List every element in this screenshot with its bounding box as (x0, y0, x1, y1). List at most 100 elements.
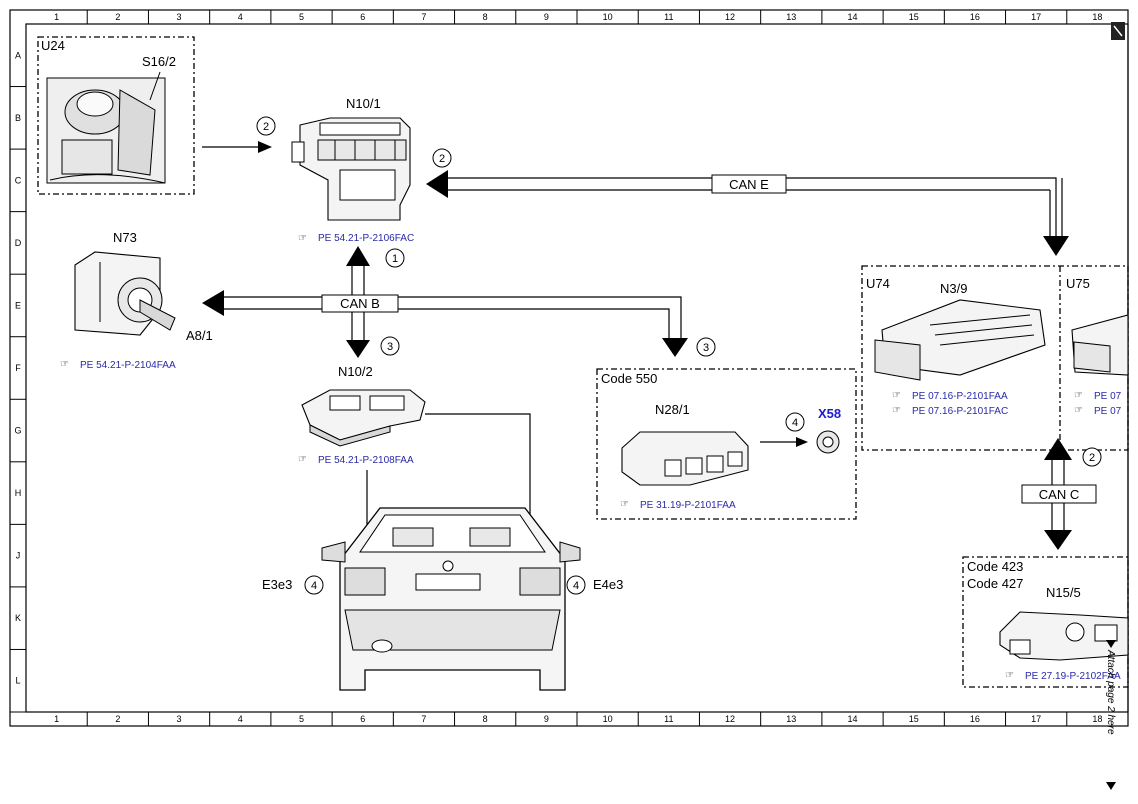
n28-1-module-illustration (621, 431, 749, 486)
col-tick-bottom-label: 2 (115, 714, 120, 724)
col-tick-top-label: 11 (664, 12, 673, 22)
s16-2-label: S16/2 (142, 54, 176, 69)
callout-2-b (432, 148, 452, 168)
col-tick-bottom-label: 1 (54, 714, 59, 724)
x58-label: X58 (818, 406, 841, 421)
callout-1-text: 1 (392, 253, 398, 265)
n10-2-module-illustration (301, 389, 426, 447)
can-b-tag (321, 294, 399, 313)
a8-1-label: A8/1 (186, 328, 213, 343)
u74-label: U74 (866, 276, 890, 291)
col-tick-top-label: 1 (54, 12, 59, 22)
can-e-tag (711, 174, 787, 194)
callout-4-b (566, 575, 586, 595)
row-tick-label: A (15, 50, 21, 60)
u24-box (37, 36, 195, 195)
callout-2-a (256, 116, 276, 136)
e4e3-label: E4e3 (593, 577, 623, 592)
col-tick-bottom-label: 14 (847, 714, 857, 724)
ref-book-icon: ☞ (892, 390, 901, 401)
n10-2-ref-link[interactable]: PE 54.21-P-2108FAA (318, 455, 414, 466)
row-tick-label: J (16, 551, 21, 561)
s16-2-switch-illustration (46, 71, 166, 184)
col-tick-top-label: 16 (970, 12, 980, 22)
col-tick-bottom-label: 11 (664, 714, 673, 724)
e3e3-label: E3e3 (262, 577, 292, 592)
ref-book-icon: ☞ (892, 405, 901, 416)
triangle-marker-icon (1106, 640, 1116, 648)
can-c-tag (1021, 484, 1097, 504)
col-tick-bottom-label: 16 (970, 714, 980, 724)
vehicle-rear-illustration (321, 507, 581, 691)
callout-3-a (380, 336, 400, 356)
callout-2-c (1082, 447, 1102, 467)
attach-page-note: Attach page 2 here (1105, 649, 1116, 735)
ref-book-icon: ☞ (60, 359, 69, 370)
row-tick-label: L (15, 676, 20, 686)
code-423-label: Code 423 (967, 559, 1023, 574)
n28-1-ref-link[interactable]: PE 31.19-P-2101FAA (640, 500, 736, 511)
n73-ref-link[interactable]: PE 54.21-P-2104FAA (80, 360, 176, 371)
row-tick-label: K (15, 613, 21, 623)
row-tick-label: B (15, 113, 21, 123)
n15-5-ref-link[interactable]: PE 27.19-P-2102FAA (1025, 671, 1121, 682)
col-tick-top-label: 7 (421, 12, 426, 22)
col-tick-bottom-label: 5 (299, 714, 304, 724)
row-tick-label: E (15, 300, 21, 310)
ref-book-icon: ☞ (1074, 390, 1083, 401)
arrowhead-icon (796, 437, 808, 447)
col-tick-top-label: 13 (786, 12, 796, 22)
col-tick-bottom-label: 18 (1092, 714, 1102, 724)
col-tick-bottom-label: 12 (725, 714, 735, 724)
page-marker-icon (1111, 22, 1125, 40)
col-tick-top-label: 4 (238, 12, 243, 22)
col-tick-bottom-label: 6 (360, 714, 365, 724)
ref-book-icon: ☞ (1074, 405, 1083, 416)
col-tick-top-label: 9 (544, 12, 549, 22)
can-c-label: CAN C (1039, 487, 1079, 502)
n73-switch-illustration (74, 251, 176, 336)
n10-2-label: N10/2 (338, 364, 373, 379)
n3-9-ecu-illustration (874, 299, 1046, 381)
u75-ref-link-a[interactable]: PE 07 (1094, 391, 1122, 402)
col-tick-bottom-label: 4 (238, 714, 243, 724)
n3-9-ref-link-a[interactable]: PE 07.16-P-2101FAA (912, 391, 1008, 402)
can-b-label: CAN B (340, 296, 380, 311)
ref-book-icon: ☞ (298, 233, 307, 244)
callout-3-a-text: 3 (387, 341, 393, 353)
ref-book-icon: ☞ (298, 454, 307, 465)
u75-ref-link-b[interactable]: PE 07 (1094, 406, 1122, 417)
col-tick-top-label: 5 (299, 12, 304, 22)
n28-1-label: N28/1 (655, 402, 690, 417)
callout-4-c (785, 412, 805, 432)
callout-4-b-text: 4 (573, 580, 579, 592)
col-tick-bottom-label: 17 (1031, 714, 1041, 724)
callout-2-c-text: 2 (1089, 452, 1095, 464)
col-tick-top-label: 17 (1031, 12, 1041, 22)
col-tick-bottom-label: 10 (603, 714, 613, 724)
callout-2-a-text: 2 (263, 121, 269, 133)
n10-1-module-illustration (291, 117, 411, 221)
callout-4-a (304, 575, 324, 595)
row-tick-label: H (15, 488, 22, 498)
n10-1-ref-link[interactable]: PE 54.21-P-2106FAC (318, 233, 414, 244)
n15-5-module-illustration (999, 611, 1129, 661)
triangle-marker-icon (1106, 782, 1116, 790)
col-tick-bottom-label: 13 (786, 714, 796, 724)
callout-4-a-text: 4 (311, 580, 317, 592)
u24-label: U24 (41, 38, 65, 53)
u74-u75-box (861, 265, 1129, 451)
col-tick-bottom-label: 15 (909, 714, 919, 724)
n3-9-ref-link-b[interactable]: PE 07.16-P-2101FAC (912, 406, 1008, 417)
u75-ecu-illustration (1071, 314, 1129, 376)
row-tick-label: C (15, 175, 22, 185)
n3-9-label: N3/9 (940, 281, 967, 296)
col-tick-top-label: 2 (115, 12, 120, 22)
u75-label: U75 (1066, 276, 1090, 291)
ref-book-icon: ☞ (1005, 670, 1014, 681)
callout-3-b (696, 337, 716, 357)
col-tick-top-label: 6 (360, 12, 365, 22)
